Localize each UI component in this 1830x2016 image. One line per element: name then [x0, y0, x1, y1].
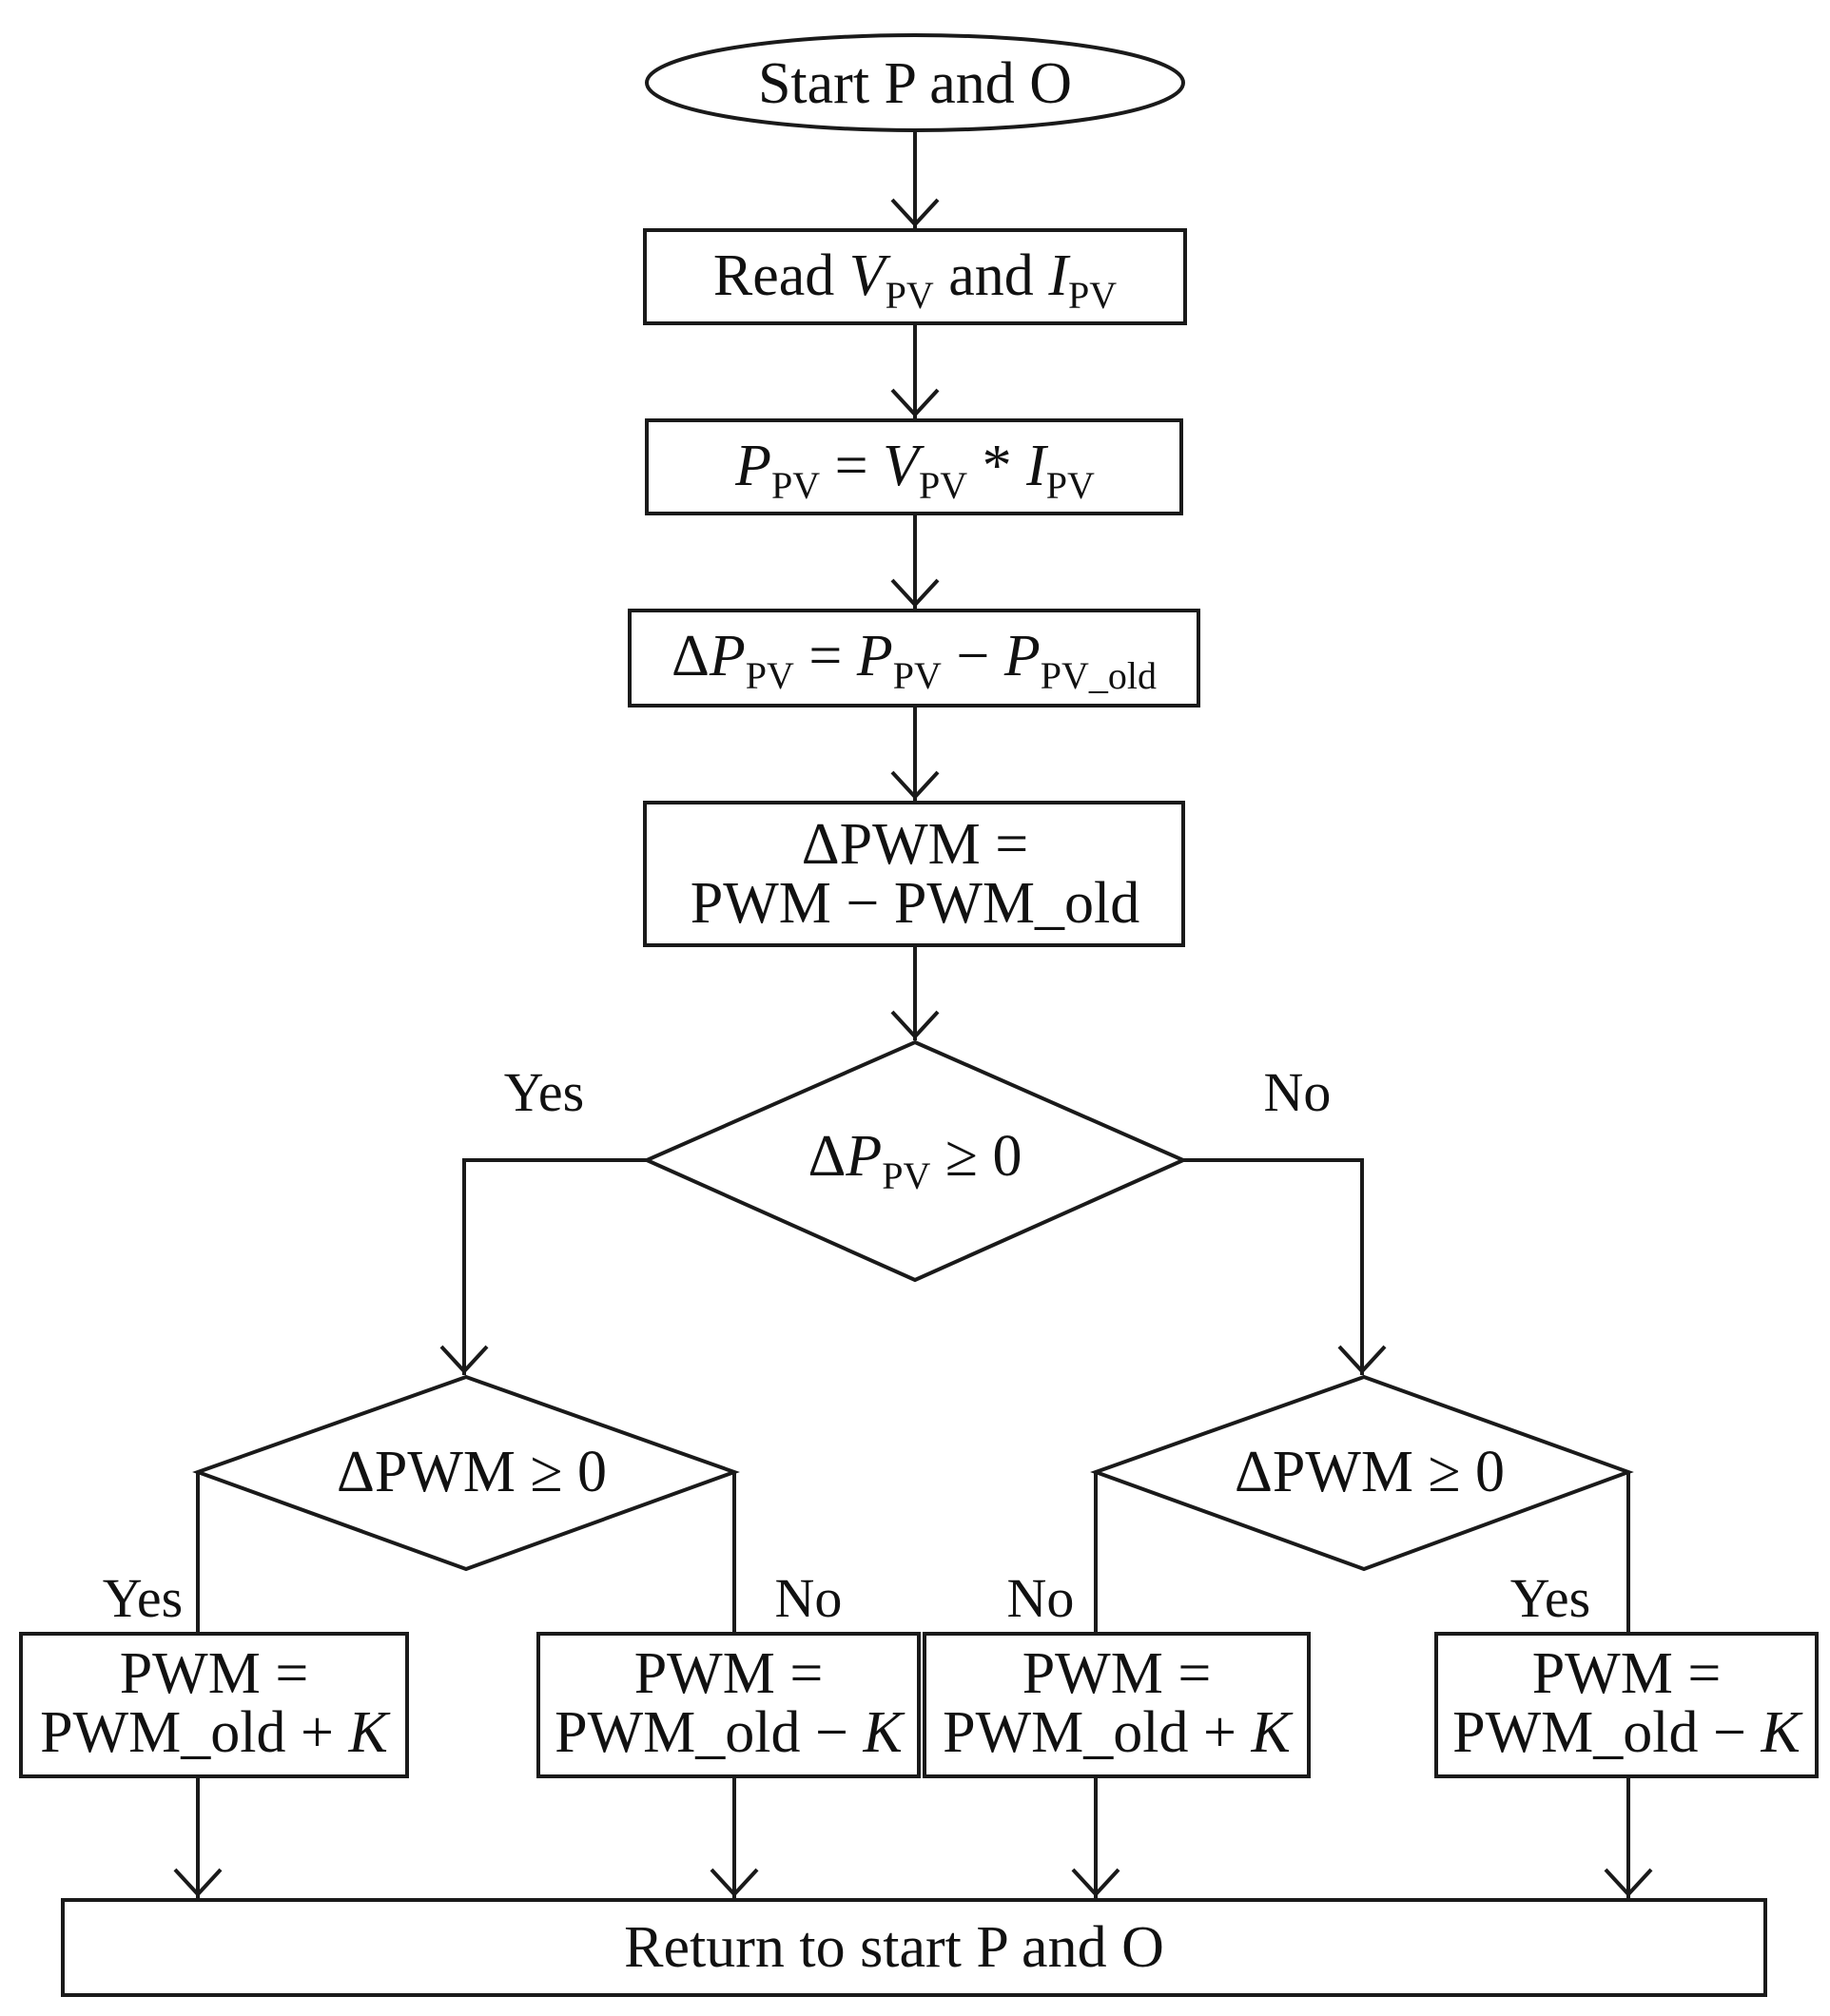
power-node: PPV = VPV * IPV [645, 418, 1183, 515]
action-box-1-line-1: PWM = [120, 1641, 309, 1706]
decision-delta-power: ΔPPV ≥ 0 Yes No [504, 1039, 1332, 1283]
connector-decision-yes [462, 1158, 647, 1375]
delta-pwm-line-1: ΔPWM = [802, 812, 1028, 877]
start-node-label: Start P and O [758, 51, 1072, 116]
delta-pwm-node: ΔPWM = PWM − PWM_old [643, 801, 1185, 947]
delta-power-node: ΔPPV = PPV − PPV_old [628, 609, 1200, 708]
decision-pwm-left-yes-label: Yes [103, 1567, 183, 1629]
read-node-label: Read VPV and IPV [713, 243, 1117, 317]
arrowhead [1071, 1868, 1120, 1897]
decision-delta-power-yes-label: Yes [504, 1061, 584, 1123]
decision-pwm-left-no-label: No [775, 1567, 843, 1629]
delta-power-node-label: ΔPPV = PPV − PPV_old [672, 624, 1157, 697]
arrowhead [890, 388, 940, 417]
decision-pwm-right-label: ΔPWM ≥ 0 [1235, 1440, 1505, 1504]
power-node-label: PPV = VPV * IPV [734, 434, 1095, 507]
arrowhead [173, 1868, 223, 1897]
arrowhead [890, 770, 940, 800]
action-box-1-line-2: PWM_old + K [40, 1700, 391, 1765]
arrowhead [1604, 1868, 1653, 1897]
action-box-4-line-2: PWM_old − K [1452, 1700, 1803, 1765]
action-box-1: PWM = PWM_old + K [19, 1632, 409, 1778]
arrowhead [890, 1010, 940, 1039]
return-node-label: Return to start P and O [624, 1915, 1164, 1980]
action-box-2: PWM = PWM_old − K [536, 1632, 921, 1778]
arrowhead [890, 198, 940, 227]
delta-pwm-line-2: PWM − PWM_old [691, 871, 1139, 936]
action-box-4-line-1: PWM = [1532, 1641, 1722, 1706]
action-box-3-line-1: PWM = [1022, 1641, 1212, 1706]
arrowhead [439, 1345, 489, 1374]
arrowhead [1337, 1345, 1387, 1374]
arrowhead [890, 578, 940, 608]
action-box-3-line-2: PWM_old + K [943, 1700, 1294, 1765]
read-node: Read VPV and IPV [643, 228, 1187, 325]
action-box-4: PWM = PWM_old − K [1434, 1632, 1819, 1778]
connectors [173, 131, 1653, 1898]
decision-pwm-left-label: ΔPWM ≥ 0 [337, 1440, 607, 1504]
decision-delta-power-label: ΔPPV ≥ 0 [808, 1124, 1022, 1197]
arrowhead [710, 1868, 759, 1897]
action-box-3: PWM = PWM_old + K [923, 1632, 1311, 1778]
return-node: Return to start P and O [61, 1898, 1767, 1997]
decision-pwm-right: ΔPWM ≥ 0 No Yes [1007, 1374, 1634, 1629]
decision-pwm-right-yes-label: Yes [1510, 1567, 1590, 1629]
decision-delta-power-no-label: No [1264, 1061, 1332, 1123]
decision-pwm-right-no-label: No [1007, 1567, 1075, 1629]
start-node: Start P and O [645, 33, 1185, 132]
action-box-2-line-2: PWM_old − K [555, 1700, 905, 1765]
connector-decision-no [1183, 1158, 1364, 1375]
action-box-2-line-1: PWM = [634, 1641, 824, 1706]
decision-pwm-left: ΔPWM ≥ 0 Yes No [103, 1374, 843, 1629]
